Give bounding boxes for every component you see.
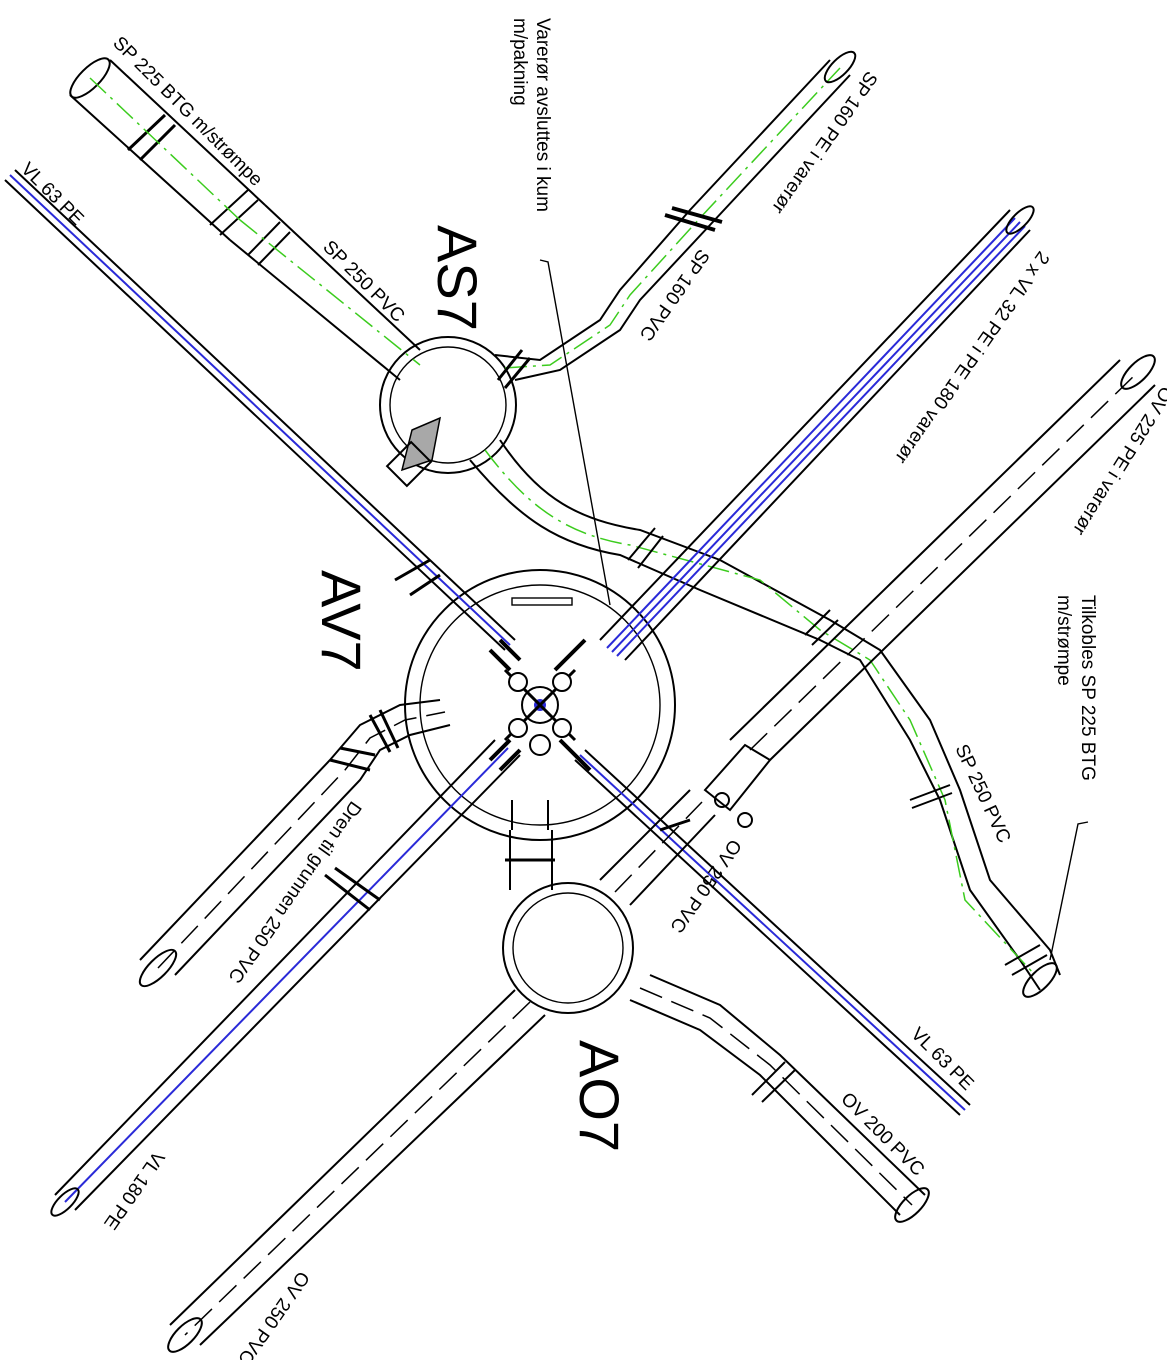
pipe-sp160 <box>494 50 857 389</box>
pipe-ov250-pvc <box>167 789 716 1353</box>
note-tilkobles-line1: Tilkobles SP 225 BTG <box>1077 595 1098 781</box>
pipe-dren-250-pvc <box>138 699 451 988</box>
note-vareror-line2: m/pakning <box>509 18 530 106</box>
label-av7: AV7 <box>310 570 373 672</box>
leader-lines <box>539 259 1089 961</box>
pipe-vl32-pe <box>599 205 1035 661</box>
label-ov200-pvc: OV 200 PVC <box>836 1089 928 1181</box>
label-sp160-pe: SP 160 PE i varerør <box>767 67 881 218</box>
note-tilkobles-line2: m/strømpe <box>1053 595 1074 686</box>
manhole-av7 <box>404 569 676 841</box>
pipe-ov200-pvc <box>629 974 930 1223</box>
label-ov250-pvc-bottom: OV 250 PVC <box>234 1267 314 1360</box>
manhole-ao7 <box>502 882 634 1014</box>
pipe-sp225-btg <box>69 57 266 241</box>
label-vl180-pe: VL 180 PE <box>99 1147 168 1233</box>
label-vl32-pe: 2 x VL 32 PE i PE 180 varerør <box>890 247 1053 467</box>
label-dren: Dren til grunnen 250 PVC <box>224 797 365 986</box>
label-sp225-btg: SP 225 BTG m/strømpe <box>108 33 266 191</box>
pipe-ov225-pe <box>703 354 1156 828</box>
pipe-vl180-pe <box>50 739 521 1217</box>
pipe-sp250-pvc <box>229 204 1061 998</box>
label-as7: AS7 <box>426 225 489 331</box>
note-vareror-line1: Varerør avsluttes i kum <box>532 18 553 212</box>
label-vl63-pe-bottom: VL 63 PE <box>906 1024 977 1095</box>
label-ov225-pe: OV 225 PE i varerør <box>1068 382 1167 539</box>
pipe-vl63-pe <box>4 169 971 1116</box>
label-vl63-pe-top: VL 63 PE <box>16 159 87 230</box>
valve-cross-fitting <box>488 638 592 772</box>
label-ao7: AO7 <box>568 1040 631 1152</box>
label-sp250-pvc-right: SP 250 PVC <box>950 741 1014 846</box>
manhole-as7 <box>379 336 517 488</box>
label-sp250-pvc-top: SP 250 PVC <box>318 237 408 327</box>
